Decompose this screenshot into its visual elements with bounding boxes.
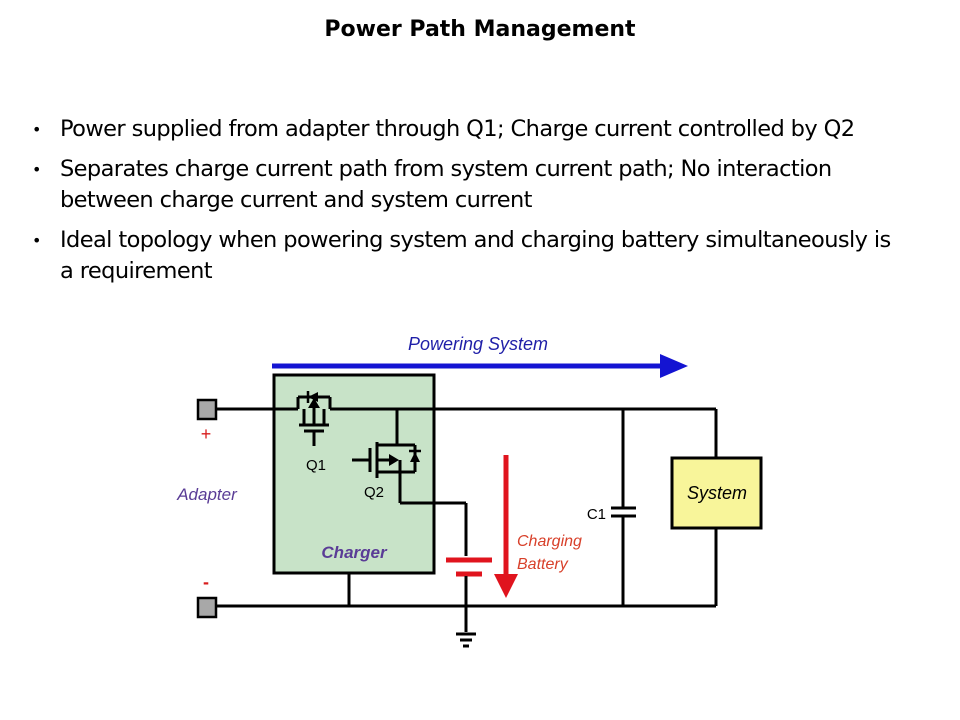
ground-icon [456, 632, 476, 648]
bullet-item: • Ideal topology when powering system an… [30, 225, 910, 287]
c1-label: C1 [587, 506, 606, 523]
bullet-item: • Power supplied from adapter through Q1… [30, 114, 910, 145]
charging-battery-arrow [494, 455, 518, 598]
q1-diode-arrow-icon [308, 392, 318, 402]
bullet-list: • Power supplied from adapter through Q1… [30, 114, 910, 296]
charger-label: Charger [321, 543, 388, 562]
bullet-item: • Separates charge current path from sys… [30, 154, 910, 216]
bullet-icon: • [32, 120, 41, 139]
q2-diode-arrow-icon [410, 452, 420, 462]
q2-label: Q2 [364, 484, 384, 501]
minus-label: - [203, 572, 209, 592]
q1-body-arrow-icon [308, 398, 320, 408]
adapter-negative-terminal [196, 596, 218, 619]
bullet-icon: • [32, 231, 41, 250]
q1-mosfet-icon [296, 395, 332, 446]
battery-icon [446, 557, 492, 632]
slide-title: Power Path Management [324, 17, 636, 42]
bullet-text: Separates charge current path from syste… [60, 156, 832, 213]
q1-label: Q1 [306, 457, 326, 474]
powering-system-arrow [272, 354, 688, 378]
c1-capacitor-icon [611, 409, 636, 606]
system-block [670, 456, 763, 530]
adapter-positive-terminal [196, 398, 218, 421]
powering-system-label: Powering System [408, 334, 548, 354]
system-label: System [687, 483, 747, 503]
bullet-icon: • [32, 160, 41, 179]
charging-label-line1: Charging [517, 533, 582, 550]
bullet-text: Power supplied from adapter through Q1; … [60, 116, 855, 142]
top-rail-wire [216, 407, 718, 458]
plus-label: + [201, 424, 212, 444]
adapter-label: Adapter [176, 485, 238, 504]
q2-body-arrow-icon [389, 454, 399, 466]
charging-label-line2: Battery [517, 556, 569, 573]
bullet-text: Ideal topology when powering system and … [60, 227, 891, 284]
